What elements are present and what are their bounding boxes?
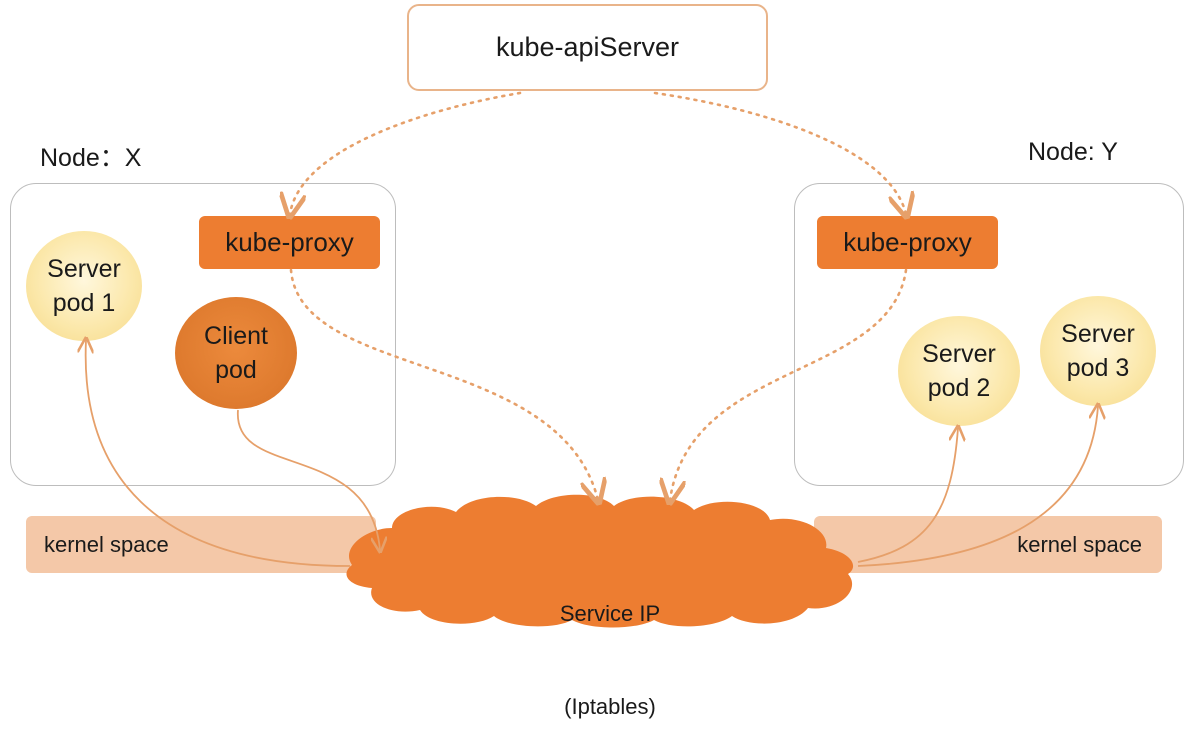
kube-proxy-node-y: kube-proxy — [817, 216, 998, 269]
proxy-y-to-service-arrow — [670, 268, 908, 500]
service-ip-label-line1: Service IP — [559, 601, 661, 626]
service-ip-label-line2: (Iptables) — [564, 694, 656, 719]
service-ip-label: Service IP (Iptables) — [520, 536, 700, 753]
kube-proxy-node-x-label: kube-proxy — [225, 227, 354, 257]
client-pod-label: Client pod — [204, 322, 268, 384]
service-to-server-pod-2-arrow — [857, 428, 958, 563]
kernel-space-left-label: kernel space — [44, 531, 169, 557]
kube-apiserver-label: kube-apiServer — [495, 32, 680, 62]
kernel-space-right: kernel space — [814, 516, 1162, 573]
kube-apiserver-box: kube-apiServer — [407, 4, 768, 91]
server-pod-1-label: Server pod 1 — [47, 255, 121, 317]
server-pod-2-label: Server pod 2 — [922, 340, 996, 402]
arrows-and-cloud — [0, 91, 1200, 628]
service-ip-cloud — [346, 494, 854, 628]
proxy-x-to-service-arrow — [289, 268, 598, 500]
api-to-proxy-x-arrow — [290, 91, 522, 214]
service-to-server-pod-1-arrow — [86, 340, 351, 567]
api-to-proxy-y-arrow — [653, 91, 906, 214]
kube-proxy-node-y-label: kube-proxy — [843, 227, 972, 257]
server-pod-3: Server pod 3 — [1040, 296, 1156, 406]
kube-proxy-node-x: kube-proxy — [199, 216, 380, 269]
server-pod-1: Server pod 1 — [26, 231, 142, 341]
kernel-space-left: kernel space — [26, 516, 376, 573]
kernel-space-right-label: kernel space — [1017, 531, 1142, 557]
node-y-label: Node: Y — [1028, 138, 1118, 166]
node-x-label: Node：X — [40, 144, 142, 172]
client-to-service-arrow — [237, 409, 380, 550]
client-pod: Client pod — [175, 297, 297, 409]
service-to-server-pod-3-arrow — [857, 406, 1098, 567]
server-pod-2: Server pod 2 — [898, 316, 1020, 426]
server-pod-3-label: Server pod 3 — [1061, 320, 1135, 382]
